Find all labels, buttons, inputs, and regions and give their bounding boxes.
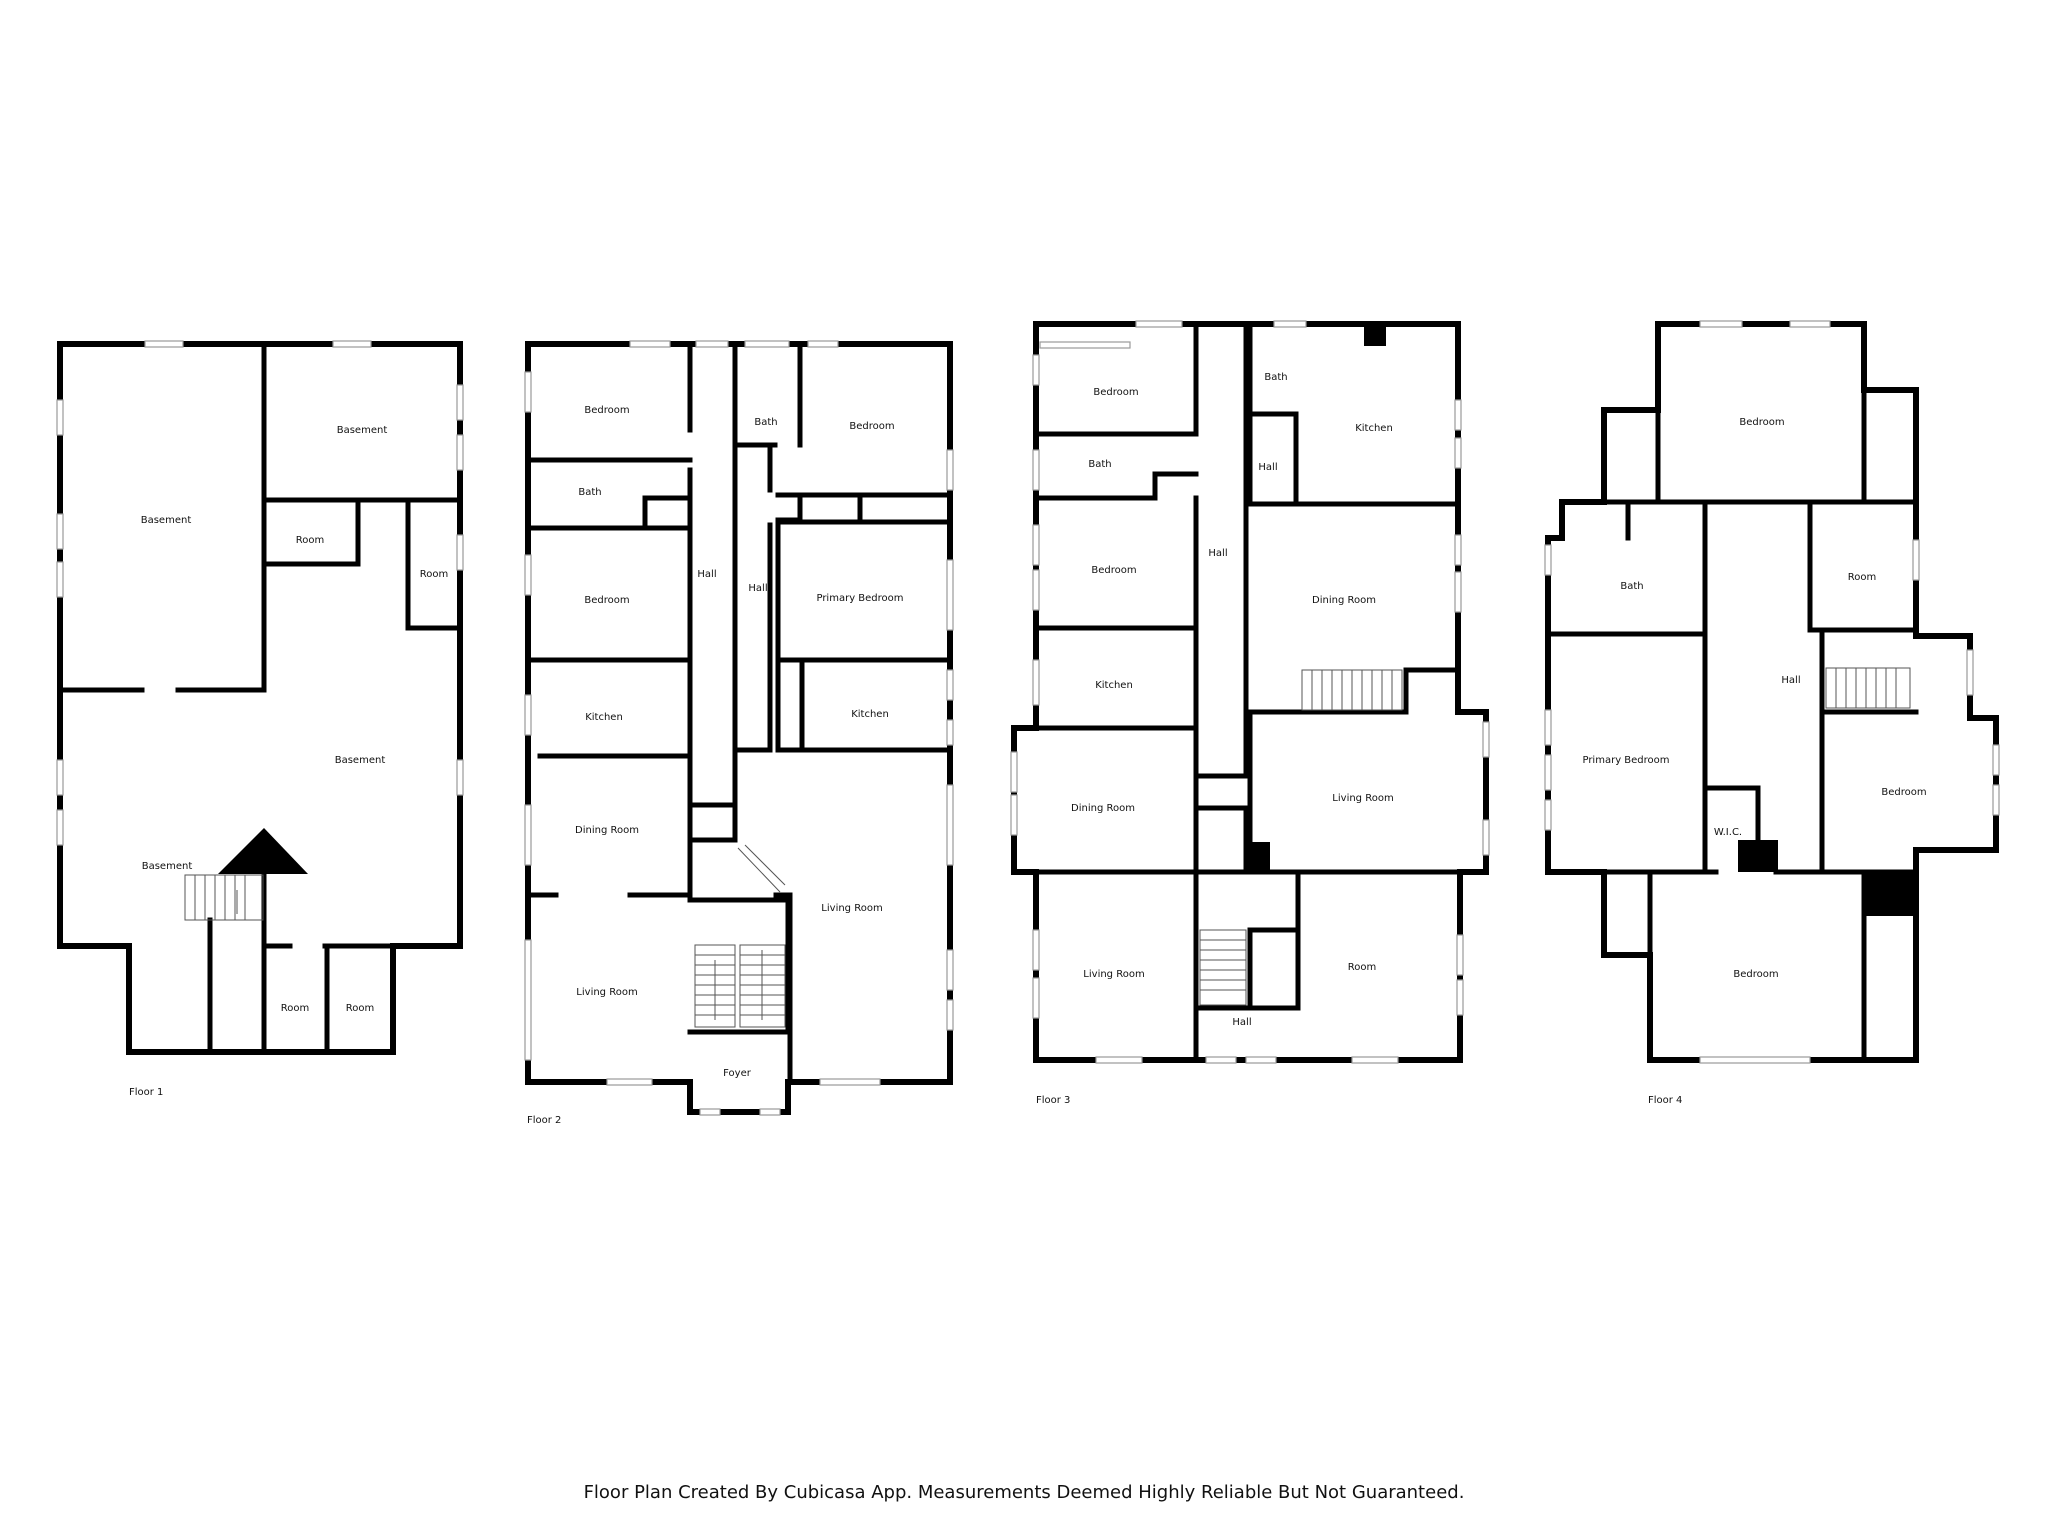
room-label: Living Room (1083, 969, 1144, 980)
room-label: Room (296, 535, 324, 546)
floor-label: Floor 1 (129, 1087, 163, 1098)
room-label: Hall (1232, 1017, 1251, 1028)
floor-4-stairs (1825, 667, 1911, 709)
room-label: Kitchen (851, 709, 889, 720)
room-label: Hall (1258, 462, 1277, 473)
chimney-block (1364, 324, 1386, 346)
room-label: Hall (1781, 675, 1800, 686)
room-label: Bath (1264, 372, 1287, 383)
floor-1-outline (57, 341, 463, 1055)
room-label: Bedroom (1093, 387, 1138, 398)
room-label: Bedroom (1733, 969, 1778, 980)
room-label: Bedroom (849, 421, 894, 432)
disclaimer-footer: Floor Plan Created By Cubicasa App. Meas… (583, 1482, 1465, 1503)
room-label: Room (281, 1003, 309, 1014)
room-label: Primary Bedroom (816, 593, 903, 604)
floor-1-stairs (184, 874, 264, 921)
room-label: Kitchen (585, 712, 623, 723)
room-label: Hall (697, 569, 716, 580)
floor-2-plan: Bedroom Bath Bedroom Kitchen Dining Room… (524, 340, 954, 1126)
floor-3-outline (1011, 321, 1489, 1063)
room-label: Living Room (821, 903, 882, 914)
room-label: Dining Room (1071, 803, 1135, 814)
room-label: Dining Room (575, 825, 639, 836)
room-label: Basement (337, 425, 388, 436)
room-label: Dining Room (1312, 595, 1376, 606)
floor-4-plan: Bedroom Bath Room Hall Primary Bedroom W… (1544, 320, 2000, 1106)
room-label: Bedroom (584, 405, 629, 416)
room-label: Room (1848, 572, 1876, 583)
room-label: Hall (748, 583, 767, 594)
room-label: Bedroom (1091, 565, 1136, 576)
floor-label: Floor 3 (1036, 1095, 1070, 1106)
floor-4-outline (1545, 321, 1999, 1063)
room-label: Primary Bedroom (1582, 755, 1669, 766)
room-label: Room (420, 569, 448, 580)
room-label: Kitchen (1095, 680, 1133, 691)
floor-3-stairs (1199, 669, 1403, 1006)
room-label: Living Room (576, 987, 637, 998)
room-label: Bath (578, 487, 601, 498)
chimney-block (1250, 842, 1270, 872)
chimney-block (1866, 872, 1916, 916)
floor-1-plan: Basement Basement Room Room Basement Bas… (56, 340, 464, 1098)
floor-3-plan: Bedroom Bath Bedroom Kitchen Dining Room… (1010, 320, 1490, 1106)
room-label: Kitchen (1355, 423, 1393, 434)
room-label: W.I.C. (1714, 827, 1742, 838)
room-label: Basement (335, 755, 386, 766)
room-label: Bedroom (584, 595, 629, 606)
room-label: Bath (1620, 581, 1643, 592)
room-label: Room (1348, 962, 1376, 973)
room-label: Hall (1208, 548, 1227, 559)
room-label: Bath (754, 417, 777, 428)
floor-label: Floor 2 (527, 1115, 561, 1126)
room-label: Room (346, 1003, 374, 1014)
room-label: Living Room (1332, 793, 1393, 804)
floor-2-stairs (694, 844, 786, 1028)
room-label: Bedroom (1881, 787, 1926, 798)
room-label: Basement (142, 861, 193, 872)
room-label: Basement (141, 515, 192, 526)
room-label: Bedroom (1739, 417, 1784, 428)
floor-label: Floor 4 (1648, 1095, 1682, 1106)
chimney-block (218, 828, 308, 874)
chimney-block (1738, 840, 1778, 872)
room-label: Bath (1088, 459, 1111, 470)
room-label: Foyer (723, 1068, 752, 1079)
